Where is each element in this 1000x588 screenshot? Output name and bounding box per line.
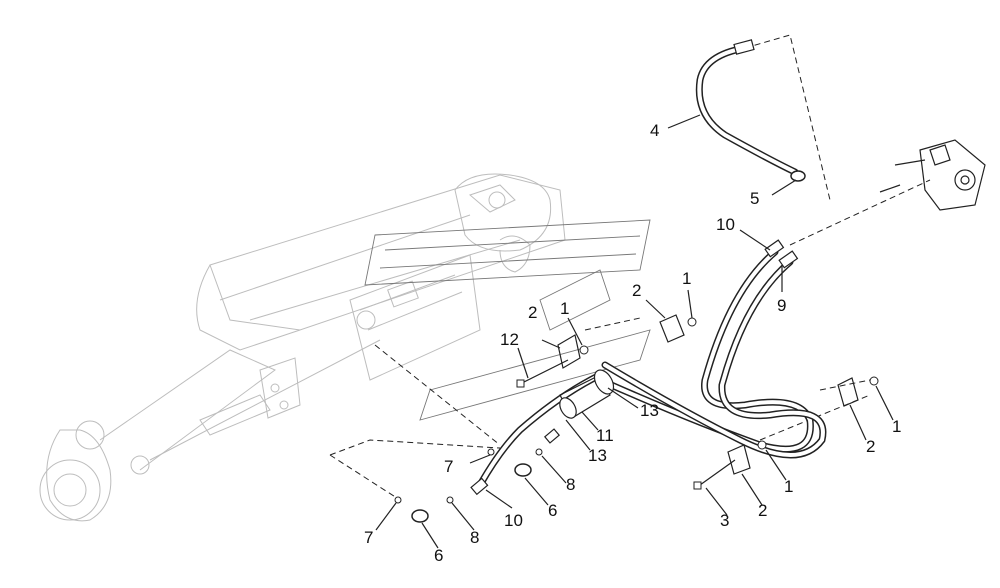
- callout-10: 10: [504, 511, 523, 530]
- callout-13: 13: [640, 401, 659, 420]
- clamp-5: [790, 170, 806, 182]
- callout-7: 7: [364, 528, 373, 547]
- callout-1: 1: [560, 299, 569, 318]
- callout-2: 2: [866, 437, 875, 456]
- callout-12: 12: [500, 330, 519, 349]
- control-valve: [879, 139, 986, 211]
- callout-4: 4: [650, 121, 659, 140]
- callout-2: 2: [528, 303, 537, 322]
- callout-10: 10: [716, 215, 735, 234]
- callout-9: 9: [777, 296, 786, 315]
- callout-5: 5: [750, 189, 759, 208]
- callout-6: 6: [434, 546, 443, 565]
- axle-assembly: [39, 173, 651, 522]
- callout-1: 1: [892, 417, 901, 436]
- callout-8: 8: [566, 475, 575, 494]
- callout-6: 6: [548, 501, 557, 520]
- callout-11: 11: [596, 426, 614, 445]
- callout-1: 1: [682, 269, 691, 288]
- callout-2: 2: [632, 281, 641, 300]
- callout-8: 8: [470, 528, 479, 547]
- hardware: [394, 314, 879, 523]
- callout-labels: 4 5 10 9 1 2 2 1 12 13 11 13 1 2 1 2 3 7…: [364, 121, 901, 565]
- hose-9-10: [596, 239, 827, 459]
- callout-13: 13: [588, 446, 607, 465]
- callout-3: 3: [720, 511, 729, 530]
- callout-1: 1: [784, 477, 793, 496]
- callout-leaders: [375, 114, 894, 549]
- leader-dashes: [329, 34, 931, 501]
- callout-7: 7: [444, 457, 453, 476]
- hose-4: [695, 39, 799, 176]
- callout-2: 2: [758, 501, 767, 520]
